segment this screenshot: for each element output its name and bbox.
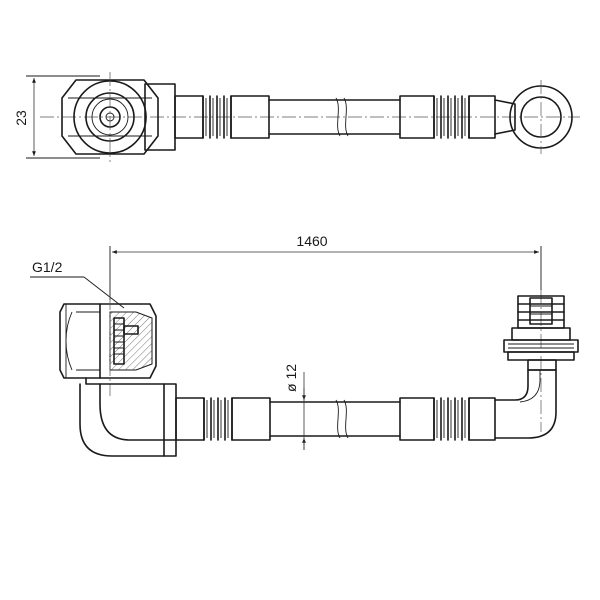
- diameter-label: ø 12: [283, 364, 299, 392]
- nut-section: [59, 296, 157, 396]
- height-dimension: 23: [13, 75, 100, 159]
- right-fitting: [494, 290, 579, 439]
- length-dimension-label: 1460: [296, 233, 327, 249]
- hose-top: [174, 95, 516, 139]
- top-view: 23: [13, 72, 580, 162]
- length-dimension: 1460: [109, 233, 542, 300]
- nut-hatch: [109, 311, 153, 371]
- elbow-body: [79, 377, 177, 457]
- end-ring-top: [509, 80, 573, 154]
- height-dimension-label: 23: [13, 110, 29, 126]
- hose-front: [175, 397, 496, 441]
- thread-label: G1/2: [32, 259, 63, 275]
- hex-nut: [61, 72, 159, 162]
- front-view: 1460 G1/2: [30, 233, 579, 457]
- diameter-dimension: ø 12: [283, 364, 306, 450]
- thread-callout: G1/2: [30, 259, 125, 309]
